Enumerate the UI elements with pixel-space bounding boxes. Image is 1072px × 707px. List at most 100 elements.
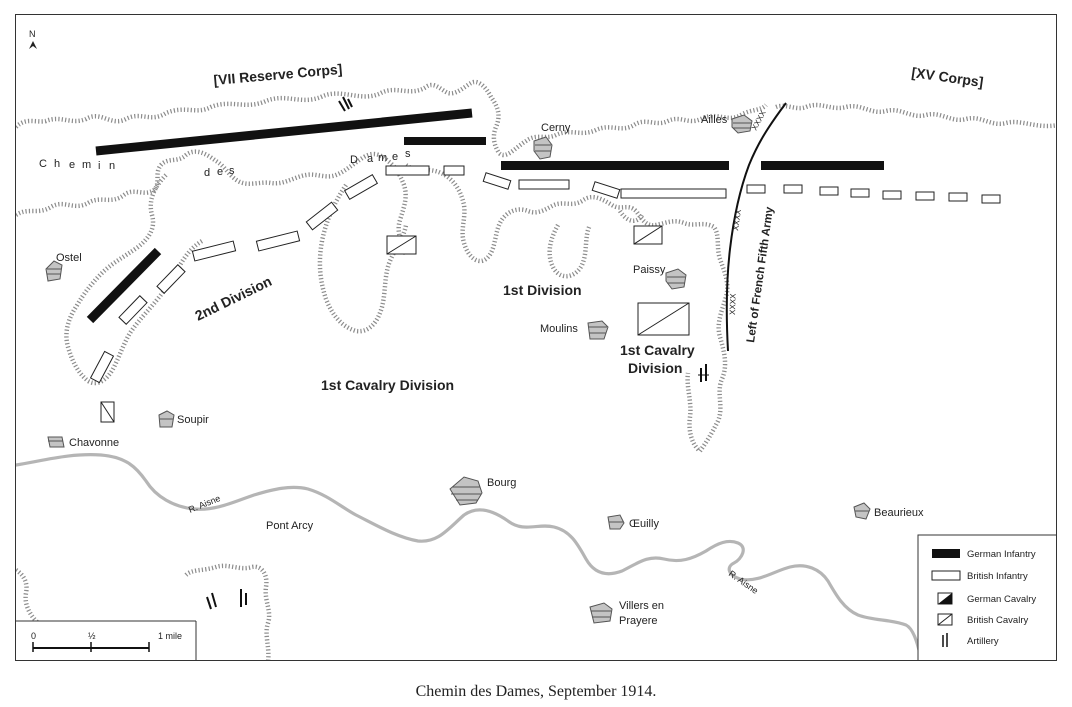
division-label-cav-right-1: 1st Cavalry: [620, 342, 695, 358]
division-label-cav-right-2: Division: [628, 360, 682, 376]
british-infantry-unit: [783, 184, 803, 194]
british-infantry-unit: [156, 264, 186, 294]
svg-text:e: e: [392, 151, 398, 163]
army-boundary-mark: XXXX: [728, 293, 738, 315]
map-caption: Chemin des Dames, September 1914.: [415, 683, 657, 700]
legend-label-german-cavalry: German Cavalry: [967, 594, 1036, 605]
legend-swatch-german-infantry: [932, 549, 960, 558]
town-label-beaurieux: Beaurieux: [874, 507, 924, 519]
british-infantry-unit: [482, 172, 512, 190]
svg-text:m: m: [378, 152, 387, 164]
british-infantry-unit: [819, 186, 839, 196]
german-line-ostel: [86, 247, 162, 324]
towns: Ostel Cerny Ailles Paissy Moulins Soupir: [45, 114, 924, 627]
legend-label-british-cavalry: British Cavalry: [967, 615, 1028, 626]
british-cavalry-unit: [637, 302, 690, 336]
british-infantry-unit: [305, 201, 339, 231]
town-moulins: Moulins: [540, 320, 609, 340]
british-cavalry-units: [100, 225, 690, 423]
svg-text:C: C: [39, 158, 47, 170]
legend-swatch-british-cavalry: [937, 613, 953, 626]
town-chavonne: Chavonne: [47, 436, 119, 449]
scale-label-mile: 1 mile: [158, 631, 182, 641]
british-infantry-unit: [343, 173, 379, 201]
british-infantry-unit: [443, 165, 465, 176]
german-line-cerny: [501, 161, 729, 170]
town-label-soupir: Soupir: [177, 414, 209, 426]
north-label: N: [29, 29, 36, 39]
division-label-2nd: 2nd Division: [192, 273, 274, 324]
british-cavalry-unit: [386, 235, 417, 255]
legend-swatch-german-cavalry: [937, 592, 953, 605]
legend-label-german-infantry: German Infantry: [967, 549, 1036, 560]
town-soupir: Soupir: [158, 410, 209, 428]
british-infantry-unit: [915, 191, 935, 201]
french-army-label: Left of French Fifth Army: [745, 206, 776, 344]
german-line-xv-corps: [761, 161, 884, 170]
river-label: R. Aisne: [187, 493, 222, 515]
town-label-ostel: Ostel: [56, 252, 82, 264]
map-frame: XXXX XXXX XXXX Left of French Fifth Army…: [15, 14, 1057, 661]
german-infantry-lines: [86, 108, 884, 324]
svg-text:m: m: [82, 159, 91, 171]
army-boundary-mark: XXXX: [750, 108, 768, 132]
town-label-paissy: Paissy: [633, 264, 666, 276]
town-label-villers-1: Villers en: [619, 600, 664, 612]
british-infantry-unit: [385, 165, 430, 176]
german-line-dames: [404, 137, 486, 145]
artillery-symbol: [206, 592, 217, 610]
german-line-vii-reserve: [95, 108, 473, 156]
town-paissy: Paissy: [633, 264, 687, 290]
artillery-symbol: [698, 364, 709, 382]
british-infantry-unit: [518, 179, 570, 190]
svg-text:i: i: [98, 160, 100, 172]
town-beaurieux: Beaurieux: [853, 502, 924, 520]
legend-label-artillery: Artillery: [967, 636, 999, 647]
town-oeuilly: Œuilly: [607, 514, 659, 530]
svg-text:n: n: [109, 160, 115, 172]
british-infantry-unit: [591, 181, 621, 199]
corps-label-xv: [XV Corps]: [911, 64, 985, 90]
svg-text:h: h: [54, 158, 60, 170]
town-label-chavonne: Chavonne: [69, 437, 119, 449]
legend-swatch-british-infantry: [931, 570, 961, 581]
corps-label-vii-reserve: [VII Reserve Corps]: [213, 61, 343, 88]
british-infantry-units: [89, 165, 1001, 384]
division-label-cav-left: 1st Cavalry Division: [321, 377, 454, 393]
british-infantry-unit: [255, 230, 301, 252]
british-infantry-unit: [882, 190, 902, 200]
svg-text:s: s: [229, 165, 235, 177]
scale-label-0: 0: [31, 631, 36, 641]
svg-text:e: e: [69, 159, 75, 171]
town-label-ailles: Ailles: [701, 114, 728, 126]
svg-text:a: a: [367, 153, 374, 165]
town-label-villers-2: Prayere: [619, 615, 658, 627]
river-label: R. Aisne: [727, 568, 760, 595]
scale-label-half: ½: [88, 631, 96, 641]
town-label-moulins: Moulins: [540, 323, 578, 335]
town-villers: Villers en Prayere: [589, 600, 664, 627]
town-label-oeuilly: Œuilly: [629, 518, 659, 530]
town-bourg: Bourg: [449, 476, 516, 506]
scale-bar: 0 ½ 1 mile: [16, 620, 197, 660]
town-label-pontarcy: Pont Arcy: [266, 520, 314, 532]
north-arrow: N: [29, 29, 37, 49]
british-infantry-unit: [118, 295, 148, 325]
svg-text:d: d: [204, 167, 210, 179]
town-ostel: Ostel: [45, 252, 82, 282]
british-infantry-unit: [191, 240, 237, 262]
town-ailles: Ailles: [701, 114, 753, 134]
legend: German Infantry British Infantry German …: [917, 534, 1056, 660]
british-infantry-unit: [89, 350, 115, 384]
artillery-units: [206, 96, 709, 610]
artillery-symbol: [240, 589, 247, 607]
british-infantry-unit: [948, 192, 968, 202]
town-label-cerny: Cerny: [541, 122, 571, 134]
svg-text:s: s: [405, 148, 411, 160]
svg-text:e: e: [217, 166, 223, 178]
army-boundary: XXXX XXXX XXXX Left of French Fifth Army: [725, 102, 787, 352]
artillery-symbol: [338, 96, 353, 112]
british-infantry-unit: [981, 194, 1001, 204]
army-boundary-mark: XXXX: [731, 208, 743, 231]
map-canvas: XXXX XXXX XXXX Left of French Fifth Army…: [16, 29, 1056, 660]
